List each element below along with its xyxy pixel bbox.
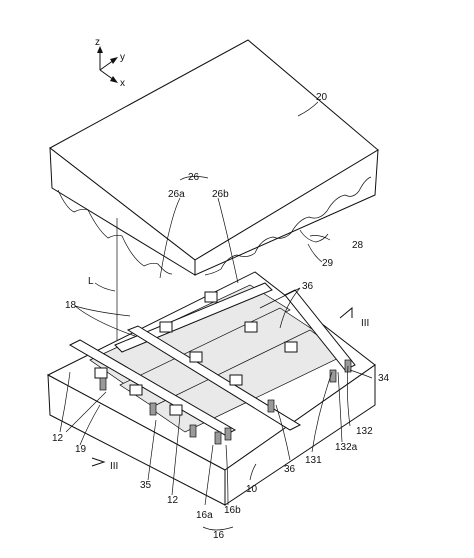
upper-block-right-face (194, 149, 379, 276)
leader-lines (59, 101, 373, 531)
label-26: 26 (188, 172, 200, 183)
label-26b: 26b (212, 189, 229, 200)
label-34: 34 (378, 373, 390, 384)
label-132: 132 (356, 426, 373, 437)
leader-12-bottom (171, 414, 181, 496)
label-L: L (88, 276, 94, 287)
scallop-detail-29 (299, 229, 329, 243)
leader-34 (349, 369, 373, 379)
section-marker-right (339, 306, 353, 319)
leader-20 (297, 101, 319, 117)
lower-base-right-face (224, 364, 376, 506)
label-16: 16 (213, 530, 225, 541)
leader-26a (159, 197, 181, 279)
leader-L (94, 282, 116, 292)
label-16a: 16a (196, 510, 213, 521)
axis-label-x: x (120, 78, 125, 89)
terminal (214, 431, 222, 445)
terminal (267, 399, 275, 413)
x-axis-arrowhead (110, 76, 118, 83)
section-arrow-right (339, 306, 353, 319)
label-10: 10 (246, 484, 258, 495)
lower-base-10 (46, 271, 376, 506)
leader-10 (249, 463, 257, 481)
axis-label-y: y (120, 52, 125, 63)
terminal (329, 369, 337, 383)
label-36-lower: 36 (284, 464, 296, 475)
terminal (189, 424, 197, 438)
cell-block (94, 367, 108, 379)
leader-26b (217, 197, 239, 284)
section-arrow-left (91, 457, 106, 467)
upper-block-20 (49, 39, 379, 276)
leader-29 (307, 243, 323, 263)
cell-block (284, 341, 298, 353)
frame-bar-diagonal-1 (126, 325, 302, 431)
leader-12-left (59, 371, 107, 433)
leader-131 (311, 371, 333, 453)
leader-132 (346, 365, 351, 427)
terminal (149, 402, 157, 416)
label-18: 18 (65, 300, 77, 311)
leader-19 (79, 404, 101, 446)
label-12-bottom: 12 (167, 495, 179, 506)
cell-block (129, 384, 143, 396)
axis-indicator: z y x (95, 37, 125, 89)
label-26a: 26a (168, 189, 185, 200)
leader-132a (337, 371, 343, 443)
label-12-left: 12 (52, 433, 64, 444)
cell-block (244, 321, 258, 333)
leader-36-lower (275, 404, 291, 461)
cell-row-1 (89, 284, 291, 389)
cell-block (189, 351, 203, 363)
leader-16b (225, 444, 229, 506)
section-marker-left (91, 457, 106, 467)
label-III-left: III (110, 461, 118, 472)
frame-bar-right (284, 289, 356, 371)
label-35: 35 (140, 480, 152, 491)
leader-28 (309, 235, 331, 241)
label-20: 20 (316, 92, 328, 103)
reference-labels: 20 26 26a 26b 28 29 L 18 36 III 34 12 19… (52, 92, 390, 541)
label-III-right: III (361, 318, 369, 329)
leader-35 (147, 419, 157, 481)
label-36-upper: 36 (302, 281, 314, 292)
frame-bar-upper (114, 282, 273, 353)
cell-block (229, 374, 243, 386)
brace-16 (202, 526, 234, 531)
axis-label-z: z (95, 37, 100, 48)
upper-block-top-face (49, 39, 379, 261)
brace-26 (179, 176, 209, 181)
upper-block-left-scallops (57, 189, 173, 275)
label-29: 29 (322, 258, 334, 269)
leader-18 (74, 305, 136, 337)
y-axis-arrowhead (110, 57, 118, 64)
terminal (99, 377, 107, 391)
label-28: 28 (352, 240, 364, 251)
upper-block-right-scallops (204, 176, 372, 276)
cell-block (204, 291, 218, 303)
label-132a: 132a (335, 442, 358, 453)
cell-block (169, 404, 183, 416)
label-131: 131 (305, 455, 322, 466)
cell-block (159, 321, 173, 333)
terminal (224, 427, 232, 441)
label-19: 19 (75, 444, 87, 455)
z-axis-arrowhead (97, 46, 103, 53)
leader-16a (204, 444, 214, 506)
leader-36-upper (259, 287, 301, 329)
label-16b: 16b (224, 505, 241, 516)
